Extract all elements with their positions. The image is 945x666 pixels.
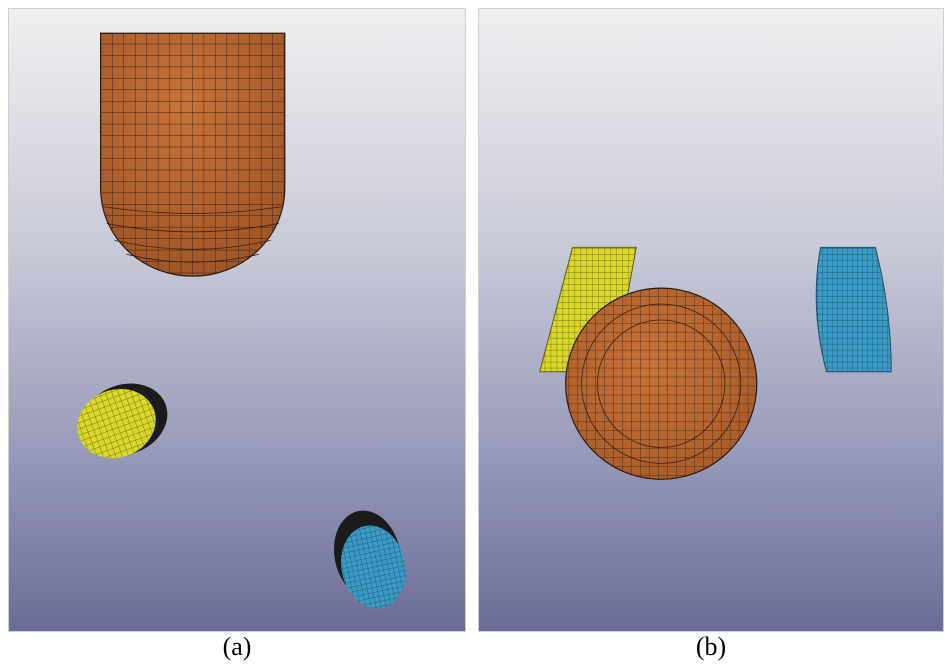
- blue-billet-side-mesh: [815, 246, 892, 373]
- punch-mesh: [100, 32, 286, 277]
- blue-billet-mesh: [333, 510, 406, 609]
- panel-b-scene: [539, 246, 892, 480]
- panel-b-viewport: [478, 8, 944, 632]
- panel-a-viewport: [8, 8, 466, 632]
- panel-a-scene: [77, 32, 406, 609]
- panel-b-caption: (b): [695, 632, 727, 661]
- panel-a-caption: (a): [222, 632, 252, 661]
- yellow-billet-mesh: [77, 383, 168, 459]
- punch-top-view-mesh: [565, 287, 758, 480]
